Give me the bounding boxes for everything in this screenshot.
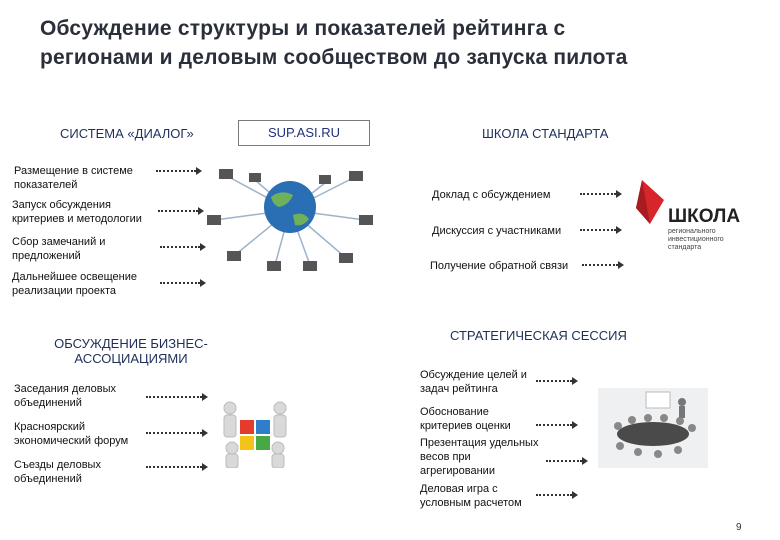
page-title: Обсуждение структуры и показателей рейти… <box>40 14 740 72</box>
dialog-item-3: Сбор замечаний и предложений <box>12 236 106 262</box>
strategy-arrow-2 <box>536 421 578 429</box>
strategy-item-2: Обоснование критериев оценки <box>420 406 511 432</box>
school-arrow-1 <box>580 190 622 198</box>
school-heading: ШКОЛА СТАНДАРТА <box>482 126 609 141</box>
title-line-1: Обсуждение структуры и показателей рейти… <box>40 17 566 40</box>
school-logo-text: ШКОЛА <box>668 206 741 227</box>
dialog-heading: СИСТЕМА «ДИАЛОГ» <box>60 126 194 141</box>
business-arrow-2 <box>146 429 208 437</box>
school-arrow-3 <box>582 261 624 269</box>
page-number: 9 <box>736 522 742 533</box>
business-item-2: Красноярский экономический форум <box>14 421 129 447</box>
business-heading: ОБСУЖДЕНИЕ БИЗНЕС-АССОЦИАЦИЯМИ <box>54 336 208 366</box>
dialog-arrow-1 <box>156 167 202 175</box>
dialog-arrow-3 <box>160 243 206 251</box>
dialog-item-4: Дальнейшее освещение реализации проекта <box>12 271 138 297</box>
business-arrow-1 <box>146 393 208 401</box>
business-item-1: Заседания деловых объединений <box>14 383 116 409</box>
strategy-item-3: Презентация удельных весов при агрегиров… <box>420 437 539 477</box>
dialog-item-2: Запуск обсуждения критериев и методологи… <box>12 199 142 225</box>
school-item-3: Получение обратной связи <box>430 260 569 272</box>
school-arrow-2 <box>580 226 622 234</box>
title-line-2: регионами и деловым сообществом до запус… <box>40 46 628 69</box>
school-item-2: Дискуссия с участниками <box>432 225 562 237</box>
strategy-item-1: Обсуждение целей и задач рейтинга <box>420 369 527 395</box>
sup-label: SUP.ASI.RU <box>267 125 340 140</box>
strategy-arrow-3 <box>546 457 588 465</box>
strategy-arrow-1 <box>536 377 578 385</box>
school-item-1: Доклад с обсуждением <box>432 189 551 201</box>
business-arrow-3 <box>146 463 208 471</box>
puzzle-people-illustration <box>223 401 287 468</box>
strategy-item-4: Деловая игра с условным расчетом <box>420 483 522 509</box>
business-item-3: Съезды деловых объединений <box>14 459 101 485</box>
school-logo-subtitle: регионального инвестиционного стандарта <box>668 228 724 251</box>
dialog-item-1: Размещение в системе показателей <box>14 165 133 191</box>
meeting-room-illustration <box>598 388 708 468</box>
dialog-arrow-4 <box>160 279 206 287</box>
school-logo-icon <box>636 180 664 224</box>
globe-network-illustration <box>207 169 373 271</box>
sup-box: SUP.ASI.RU <box>238 120 370 146</box>
strategy-heading: СТРАТЕГИЧЕСКАЯ СЕССИЯ <box>450 328 627 343</box>
strategy-arrow-4 <box>536 491 578 499</box>
dialog-arrow-2 <box>158 207 204 215</box>
